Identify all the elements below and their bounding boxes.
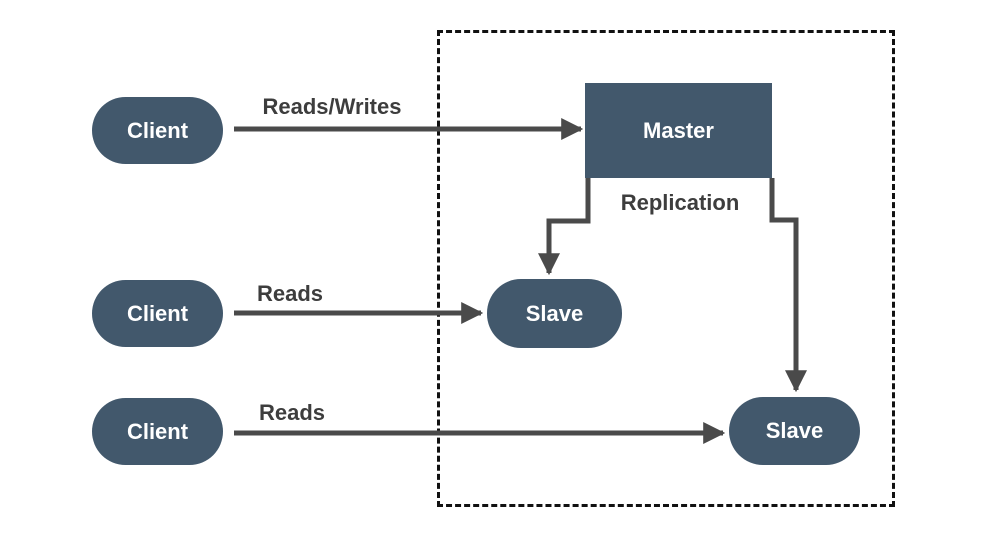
node-client-3-label: Client bbox=[126, 418, 189, 444]
node-slave-2-label: Slave bbox=[765, 418, 824, 443]
edge-label-reads-mid: Reads bbox=[256, 281, 324, 306]
arrow-replication-master-to-slave1 bbox=[537, 178, 591, 276]
node-master: Master bbox=[585, 83, 772, 178]
node-master-label: Master bbox=[643, 117, 714, 143]
node-client-2-label: Client bbox=[126, 300, 189, 326]
node-client-1-label: Client bbox=[126, 117, 189, 143]
node-slave-2: Slave bbox=[729, 397, 860, 465]
node-client-3: Client bbox=[92, 398, 223, 465]
cluster-boundary-box bbox=[437, 30, 895, 507]
node-client-2: Client bbox=[92, 280, 223, 347]
node-client-1: Client bbox=[92, 97, 223, 164]
edge-label-replication: Replication bbox=[620, 190, 740, 215]
edge-label-reads-writes: Reads/Writes bbox=[262, 94, 402, 119]
node-slave-1: Slave bbox=[487, 279, 622, 348]
arrow-replication-master-to-slave2 bbox=[769, 178, 808, 393]
node-slave-1-label: Slave bbox=[525, 300, 584, 326]
edge-label-reads-bottom: Reads bbox=[258, 400, 326, 425]
